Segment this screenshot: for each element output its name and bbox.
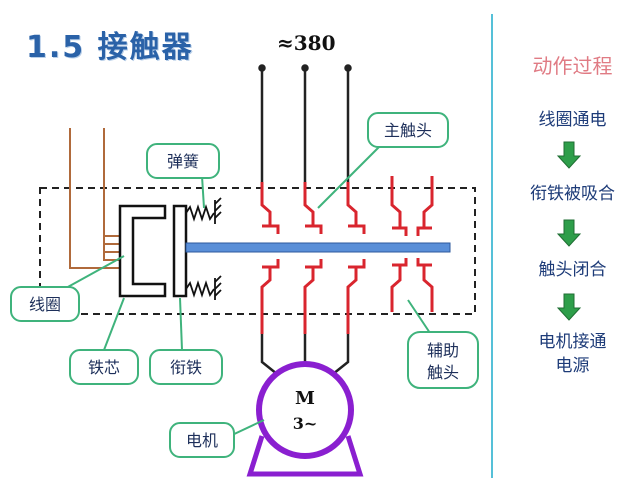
main-contact-label: 主触头 [384,121,432,140]
arrow-down-icon [556,219,582,247]
moving-bar [185,242,451,253]
callout-motor: 电机 [169,419,265,458]
motor: M 3~ [246,361,364,477]
callout-core: 铁芯 [69,297,139,385]
process-step: 电机接通 [538,332,607,352]
process-step: 触头闭合 [538,260,607,280]
arrow-down-icon [556,293,582,321]
callout-coil: 线圈 [10,255,125,322]
motor-label: 电机 [186,431,218,450]
callout-armature: 衔铁 [149,297,223,385]
supply-voltage-label: ≈380 [277,31,336,55]
callout-spring: 弹簧 [146,143,220,209]
process-step: 线圈通电 [538,110,607,130]
coil-label: 线圈 [29,295,61,314]
aux-contact-label-2: 触头 [427,363,459,382]
process-title: 动作过程 [532,54,613,78]
main-contacts [260,182,366,334]
supply-lines [258,64,352,182]
contactor-enclosure [39,187,476,315]
aux-contact-label-1: 辅助 [427,341,459,360]
callout-aux-contact: 辅助 触头 [407,299,479,389]
armature [172,204,188,298]
section-divider [491,14,493,478]
callout-main-contact: 主触头 [317,112,449,209]
core-label: 铁芯 [88,358,120,377]
process-arrows [556,141,582,321]
iron-core [118,204,167,298]
auxiliary-contacts [390,176,434,312]
armature-label: 衔铁 [170,358,202,377]
arrow-down-icon [556,141,582,169]
motor-symbol: M [295,388,315,409]
page-title: 1.5 接触器 [26,30,194,65]
process-step: 衔铁被吸合 [530,184,615,204]
springs [185,197,222,300]
process-step: 电源 [555,356,590,376]
spring-label: 弹簧 [167,152,199,171]
motor-phase: 3~ [293,414,318,433]
